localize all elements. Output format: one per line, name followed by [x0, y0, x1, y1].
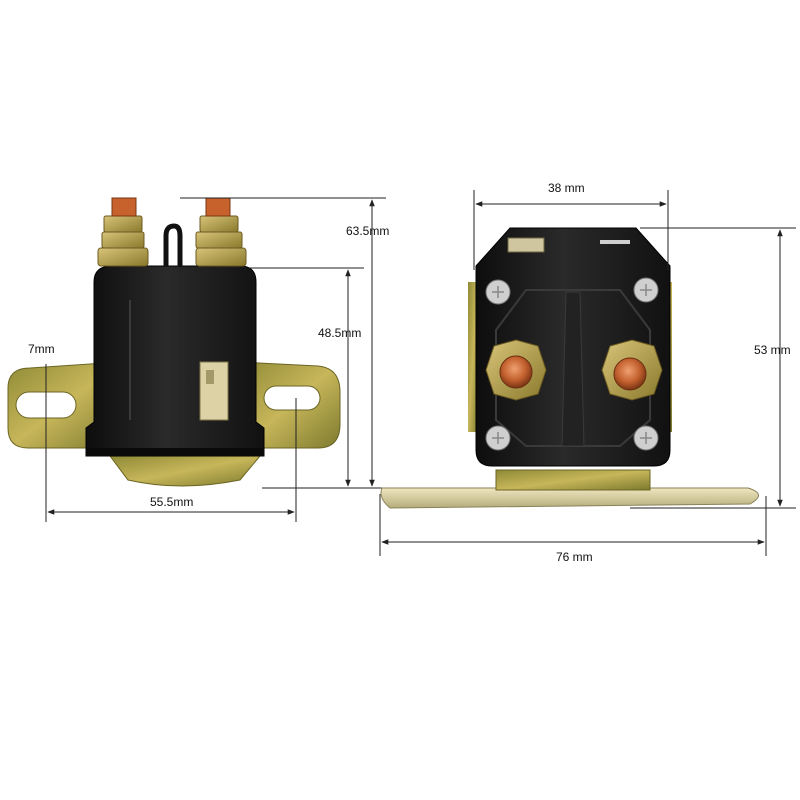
dim-body-height: 48.5mm [318, 326, 361, 340]
front-dimension-lines [379, 190, 796, 556]
spade-terminal-slot [206, 370, 214, 384]
front-bracket-left-edge [468, 282, 478, 432]
dim-mount-hole: 7mm [28, 342, 55, 356]
left-terminal-stud [97, 197, 149, 267]
side-wire-loop [163, 223, 183, 266]
front-view-solenoid [380, 227, 759, 509]
side-dimension-lines [45, 197, 386, 522]
dim-body-width: 38 mm [548, 181, 585, 195]
side-bottom-cap [109, 455, 262, 487]
right-mount-hole [263, 385, 321, 411]
side-body [85, 265, 265, 457]
right-terminal-stud [195, 197, 247, 267]
front-rivets [485, 277, 659, 451]
front-marking [600, 240, 630, 244]
front-small-terminal [507, 237, 545, 253]
front-mount-foot [495, 469, 651, 491]
front-right-terminal [601, 339, 663, 401]
dim-front-body-height: 53 mm [754, 343, 791, 357]
dim-hole-spacing: 55.5mm [150, 495, 193, 509]
front-center-rib [561, 291, 585, 447]
dim-base-length: 76 mm [556, 550, 593, 564]
dim-overall-height: 63.5mm [346, 224, 389, 238]
side-view-solenoid [7, 197, 341, 487]
side-body-base [86, 448, 264, 456]
front-left-terminal [485, 339, 547, 401]
spade-terminal [199, 361, 229, 421]
front-base-plate [380, 487, 759, 509]
